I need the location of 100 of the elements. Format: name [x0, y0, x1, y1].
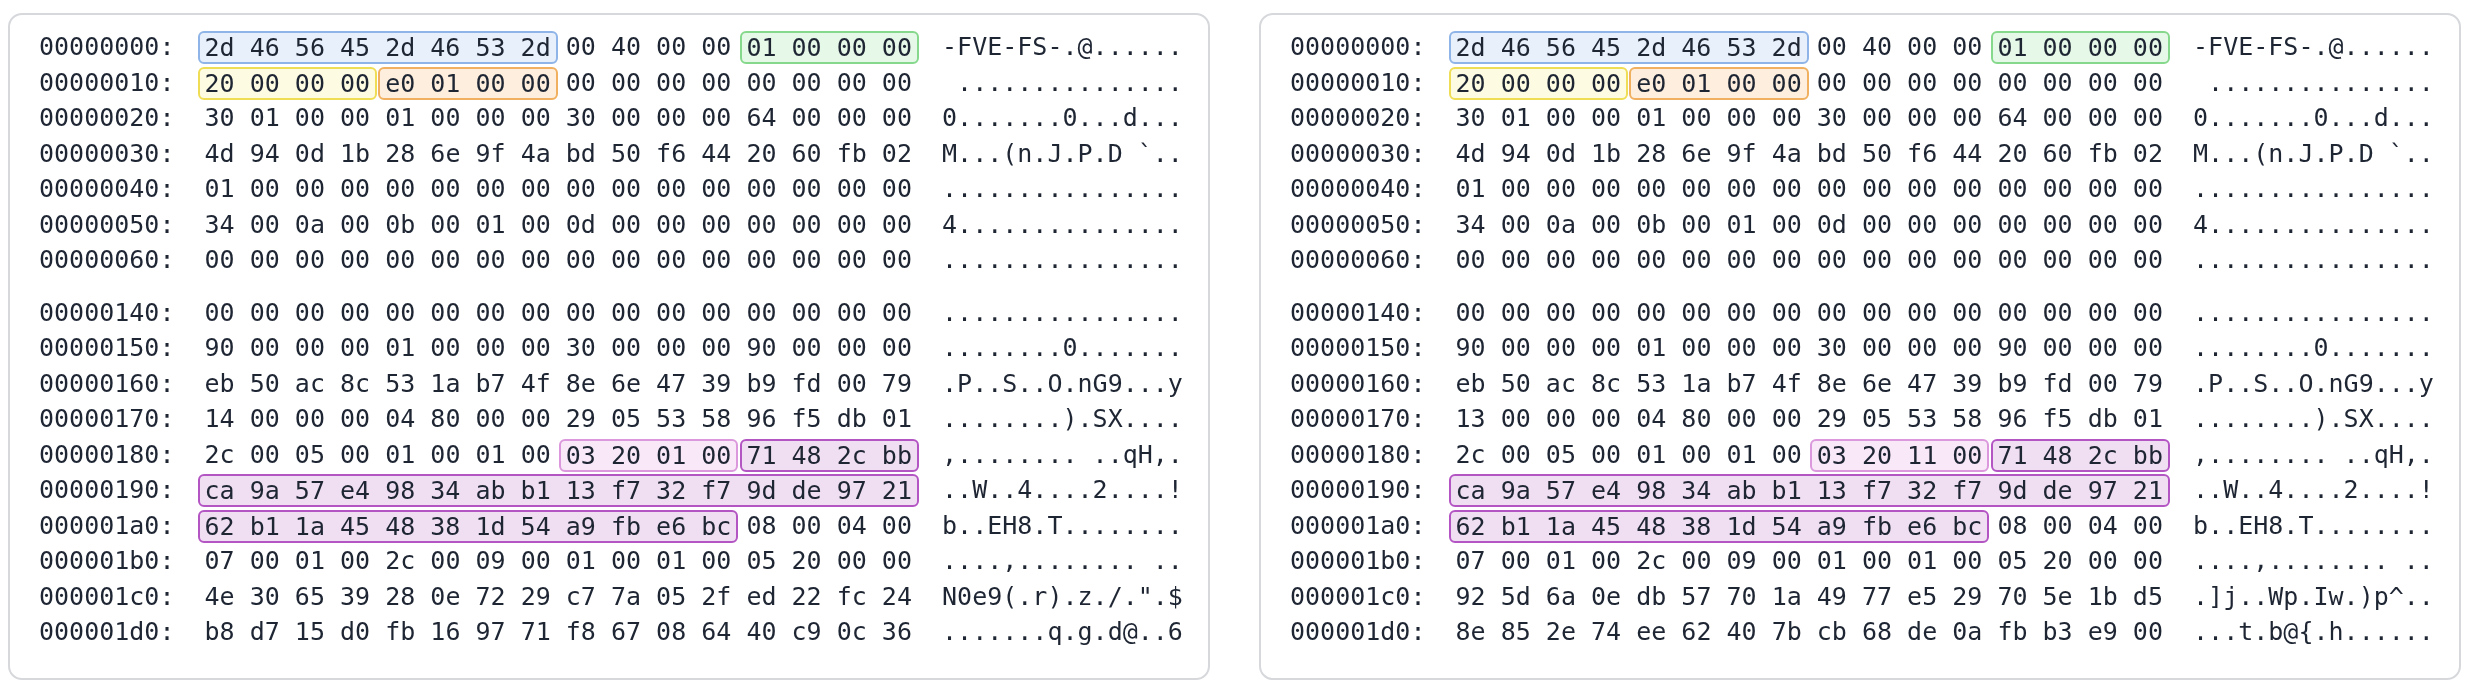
byte-offset: 00000010: [39, 66, 175, 99]
byte-offset: 00000000: [1290, 31, 1426, 63]
ascii-text: .]j..Wp.Iw.)p^.. [2193, 580, 2434, 613]
ascii-text: ............... [956, 66, 1183, 99]
highlighted-bytes: 62 b1 1a 45 48 38 1d 54 a9 fb e6 bc [1448, 509, 1990, 543]
hex-bytes: 00 00 00 00 00 00 00 00 00 00 00 00 00 00 00 00 [204, 244, 912, 276]
ascii-text: ................ [2193, 244, 2434, 276]
highlighted-bytes: e0 01 00 00 [378, 66, 558, 100]
hex-bytes: 34 00 0a 00 0b 00 01 00 0d 00 00 00 00 00 00 00 [1455, 208, 2163, 241]
ascii-text: N0e9(.r).z./.".$ [942, 580, 1183, 613]
byte-offset: 000001b0: [39, 545, 175, 577]
hex-dump-panel [8, 13, 1210, 680]
byte-offset: 000001a0: [39, 509, 175, 542]
ascii-text: ........).SX.... [942, 403, 1183, 435]
byte-offset: 000001a0: [1290, 509, 1426, 542]
byte-offset: 00000160: [1290, 367, 1426, 400]
byte-offset: 00000040: [1290, 173, 1426, 205]
hex-bytes: 08 00 04 00 [1997, 509, 2163, 542]
ascii-text: 4............... [942, 208, 1183, 241]
byte-offset: 00000020: [1290, 102, 1426, 134]
byte-offset: 000001c0: [39, 580, 175, 613]
byte-offset: 00000140: [39, 296, 175, 329]
byte-offset: 00000050: [1290, 208, 1426, 241]
byte-offset: 00000180: [1290, 438, 1426, 471]
ascii-text: 4............... [2193, 208, 2434, 241]
hex-dump-panel [1259, 13, 2461, 680]
hex-bytes: 4d 94 0d 1b 28 6e 9f 4a bd 50 f6 44 20 60 fb 02 [1455, 137, 2163, 170]
hex-bytes: 13 00 00 00 04 80 00 00 29 05 53 58 96 f5 db 01 [1455, 403, 2163, 435]
byte-offset: 00000000: [39, 31, 175, 63]
hex-bytes: eb 50 ac 8c 53 1a b7 4f 8e 6e 47 39 b9 fd 00 79 [204, 367, 912, 400]
hex-bytes: 01 00 00 00 00 00 00 00 00 00 00 00 00 00 00 00 [204, 173, 912, 205]
byte-offset: 00000190: [1290, 474, 1426, 506]
highlighted-bytes: 01 00 00 00 [739, 31, 919, 64]
ascii-text: ................ [2193, 296, 2434, 329]
ascii-text: ................ [942, 296, 1183, 329]
hex-bytes: 4e 30 65 39 28 0e 72 29 c7 7a 05 2f ed 22 fc 24 [204, 580, 912, 613]
hex-bytes: 00 00 00 00 00 00 00 00 00 00 00 00 00 00 00 00 [1455, 296, 2163, 329]
hex-bytes: 8e 85 2e 74 ee 62 40 7b cb 68 de 0a fb b3 e9 00 [1455, 616, 2163, 648]
byte-offset: 00000150: [1290, 332, 1426, 364]
ascii-text: -FVE-FS-.@...... [2193, 31, 2434, 63]
hex-bytes: 2c 00 05 00 01 00 01 00 [1455, 438, 1802, 471]
hex-bytes: 00 00 00 00 00 00 00 00 00 00 00 00 00 00 00 00 [1455, 244, 2163, 276]
ascii-text: b..EH8.T........ [2193, 509, 2434, 542]
byte-offset: 00000030: [1290, 137, 1426, 170]
highlighted-bytes: 20 00 00 00 [197, 66, 377, 100]
hex-bytes: 00 00 00 00 00 00 00 00 [1816, 66, 2163, 99]
ascii-text: .P..S..O.nG9...y [942, 367, 1183, 400]
hex-bytes: 08 00 04 00 [746, 509, 912, 542]
ascii-text: b..EH8.T........ [942, 509, 1183, 542]
ascii-text: ...t.b@{.h...... [2193, 616, 2434, 648]
ascii-text: 0.......0...d... [2193, 102, 2434, 134]
byte-offset: 000001b0: [1290, 545, 1426, 577]
highlighted-bytes: 03 20 01 00 [559, 438, 739, 472]
ascii-text: ..W..4....2....! [2193, 474, 2434, 506]
highlighted-bytes: 03 20 11 00 [1810, 438, 1990, 472]
hex-bytes: 00 40 00 00 [1816, 31, 1983, 63]
ascii-text: ....,........ .. [2193, 545, 2434, 577]
hex-bytes: 07 00 01 00 2c 00 09 00 01 00 01 00 05 20 00 00 [204, 545, 912, 577]
hex-bytes: 90 00 00 00 01 00 00 00 30 00 00 00 90 00 00 00 [1455, 332, 2163, 364]
hex-bytes: 00 40 00 00 [565, 31, 732, 63]
highlighted-bytes: ca 9a 57 e4 98 34 ab b1 13 f7 32 f7 9d de 97 21 [197, 474, 919, 507]
hex-bytes: 30 01 00 00 01 00 00 00 30 00 00 00 64 00 00 00 [1455, 102, 2163, 134]
byte-offset: 00000020: [39, 102, 175, 134]
ascii-text: ,........ ..qH,. [942, 438, 1183, 471]
highlighted-bytes: e0 01 00 00 [1629, 66, 1809, 100]
hex-bytes: 34 00 0a 00 0b 00 01 00 0d 00 00 00 00 00 00 00 [204, 208, 912, 241]
byte-offset: 00000160: [39, 367, 175, 400]
hex-bytes: 01 00 00 00 00 00 00 00 00 00 00 00 00 00 00 00 [1455, 173, 2163, 205]
ascii-text: M...(n.J.P.D `.. [942, 137, 1183, 170]
hex-bytes: b8 d7 15 d0 fb 16 97 71 f8 67 08 64 40 c9 0c 36 [204, 616, 912, 648]
highlighted-bytes: 01 00 00 00 [1990, 31, 2170, 64]
ascii-text: ........0....... [942, 332, 1183, 364]
ascii-text: ..W..4....2....! [942, 474, 1183, 506]
highlighted-bytes: 2d 46 56 45 2d 46 53 2d [1448, 31, 1809, 64]
ascii-text: ................ [2193, 173, 2434, 205]
hex-bytes: 14 00 00 00 04 80 00 00 29 05 53 58 96 f5 db 01 [204, 403, 912, 435]
ascii-text: .P..S..O.nG9...y [2193, 367, 2434, 400]
ascii-text: M...(n.J.P.D `.. [2193, 137, 2434, 170]
hex-bytes: 90 00 00 00 01 00 00 00 30 00 00 00 90 00 00 00 [204, 332, 912, 364]
byte-offset: 00000190: [39, 474, 175, 506]
byte-offset: 00000170: [39, 403, 175, 435]
byte-offset: 00000060: [39, 244, 175, 276]
byte-offset: 000001c0: [1290, 580, 1426, 613]
highlighted-bytes: 62 b1 1a 45 48 38 1d 54 a9 fb e6 bc [197, 509, 739, 543]
highlighted-bytes: ca 9a 57 e4 98 34 ab b1 13 f7 32 f7 9d de 97 21 [1448, 474, 2170, 507]
hex-bytes: 30 01 00 00 01 00 00 00 30 00 00 00 64 00 00 00 [204, 102, 912, 134]
byte-offset: 00000180: [39, 438, 175, 471]
byte-offset: 00000050: [39, 208, 175, 241]
highlighted-bytes: 71 48 2c bb [1990, 438, 2170, 472]
hex-bytes: 00 00 00 00 00 00 00 00 00 00 00 00 00 00 00 00 [204, 296, 912, 329]
highlighted-bytes: 2d 46 56 45 2d 46 53 2d [197, 31, 558, 64]
byte-offset: 000001d0: [39, 616, 175, 648]
ascii-text: ........0....... [2193, 332, 2434, 364]
byte-offset: 000001d0: [1290, 616, 1426, 648]
byte-offset: 00000040: [39, 173, 175, 205]
byte-offset: 00000150: [39, 332, 175, 364]
ascii-text: -FVE-FS-.@...... [942, 31, 1183, 63]
byte-offset: 00000170: [1290, 403, 1426, 435]
ascii-text: .......q.g.d@..6 [942, 616, 1183, 648]
hex-bytes: 00 00 00 00 00 00 00 00 [565, 66, 912, 99]
